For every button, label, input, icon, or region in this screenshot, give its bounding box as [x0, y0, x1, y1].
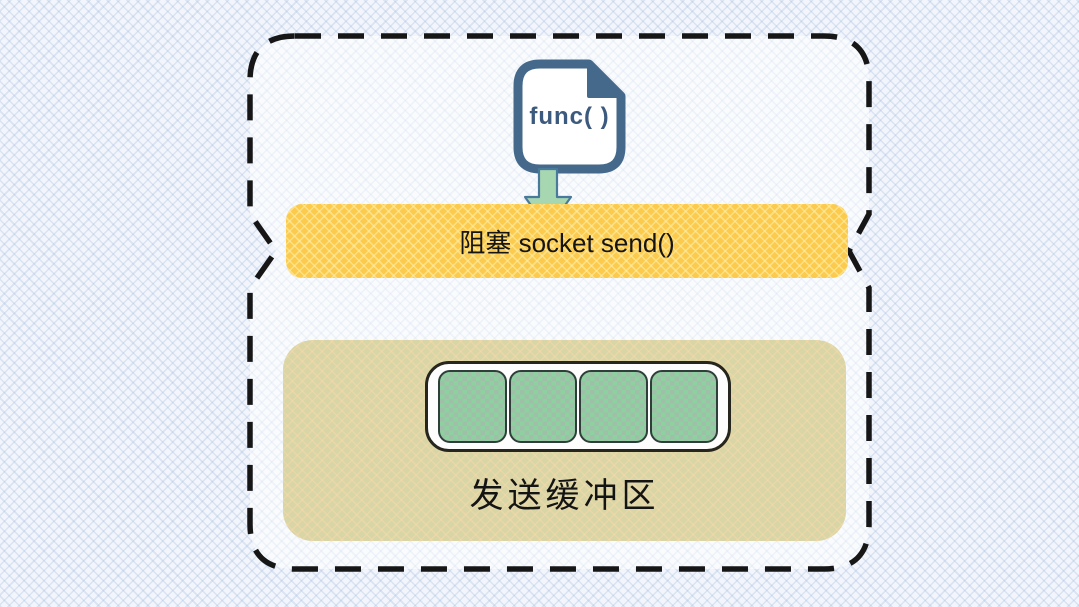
- buffer-cell: [579, 370, 648, 443]
- blocking-send-label: 阻塞 socket send(): [459, 227, 675, 258]
- send-buffer-label: 发送缓冲区: [469, 477, 660, 515]
- func-file-icon: [513, 59, 626, 174]
- func-label: func( ): [529, 102, 610, 130]
- buffer-slots: [425, 361, 731, 452]
- buffer-cell: [438, 370, 507, 443]
- buffer-cell: [508, 370, 577, 443]
- buffer-cell: [649, 370, 718, 443]
- blocking-send-bar: 阻塞 socket send(): [286, 204, 848, 278]
